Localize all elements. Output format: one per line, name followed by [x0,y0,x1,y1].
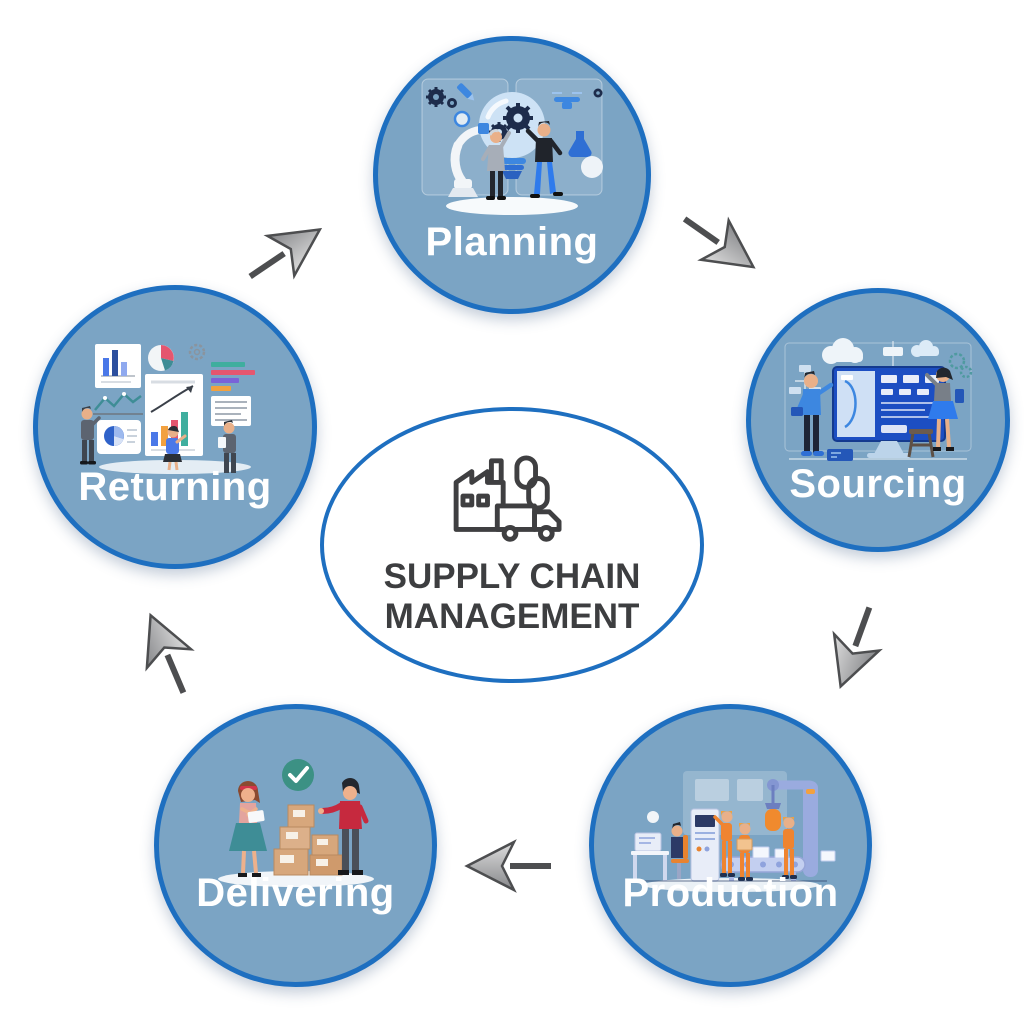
worker-right [781,817,797,879]
monitor-icon [832,366,946,442]
code-box-icon [827,449,853,461]
factory-truck-chain-icon [453,455,562,543]
magnifier-icon [453,110,471,128]
node-returning: Returning [33,285,317,569]
machine-cabinet [690,808,719,882]
line-chart-icon [93,392,143,415]
gears-icon [948,352,973,379]
bar-chart-card [95,344,141,388]
center-badge: SUPPLY CHAIN MANAGEMENT [320,407,704,683]
node-production: Production [589,704,872,987]
person-right [525,121,563,198]
check-icon [281,759,314,791]
person-left [80,406,101,465]
returning-illustration [80,343,255,474]
production-illustration [630,771,835,892]
arrow-returning-to-planning [227,197,343,309]
arrow-planning-to-sourcing [661,187,777,299]
sourcing-label: Sourcing [789,462,967,506]
person-right [218,420,236,473]
arrow-sourcing-to-production [805,592,905,702]
pencil-icon [457,83,475,101]
sourcing-illustration [784,338,973,461]
person-left [481,129,511,200]
drone-icon [552,92,582,109]
delivering-label: Delivering [196,871,395,915]
node-planning: Planning [373,36,651,314]
worker-carrying-box [736,823,753,881]
arrow-delivering-to-returning [115,598,218,710]
person-center [163,425,187,471]
node-delivering: Delivering [154,704,437,987]
worker-at-machine [712,811,735,877]
planning-illustration [421,78,603,215]
scm-title: SUPPLY CHAIN MANAGEMENT [384,557,641,636]
delivering-illustration [217,759,374,887]
flask-icon [568,131,592,158]
person-left [791,371,834,456]
planning-label: Planning [425,220,599,264]
node-sourcing: Sourcing [746,288,1010,552]
cloud-icon [822,338,863,364]
stool-icon [907,429,935,458]
cloud-small-icon [911,340,939,357]
arrow-production-to-delivering [464,829,554,903]
gear-icon [188,343,206,361]
scm-title-line2: MANAGEMENT [384,597,640,636]
production-label: Production [622,871,839,915]
laptop-pie [97,420,141,454]
robotic-arm-icon [764,779,818,877]
operator-desk [630,822,689,881]
parcel-boxes [273,804,342,876]
robot-arm-icon [448,123,489,197]
returning-label: Returning [78,465,272,509]
person-left [228,781,267,877]
hbar-legend [211,362,255,391]
lined-doc [211,396,251,426]
person-right [317,778,368,875]
person-right [925,367,964,451]
scm-title-line1: SUPPLY CHAIN [383,557,641,597]
gears-icon [426,87,457,108]
pie-chart-icon [148,345,174,371]
